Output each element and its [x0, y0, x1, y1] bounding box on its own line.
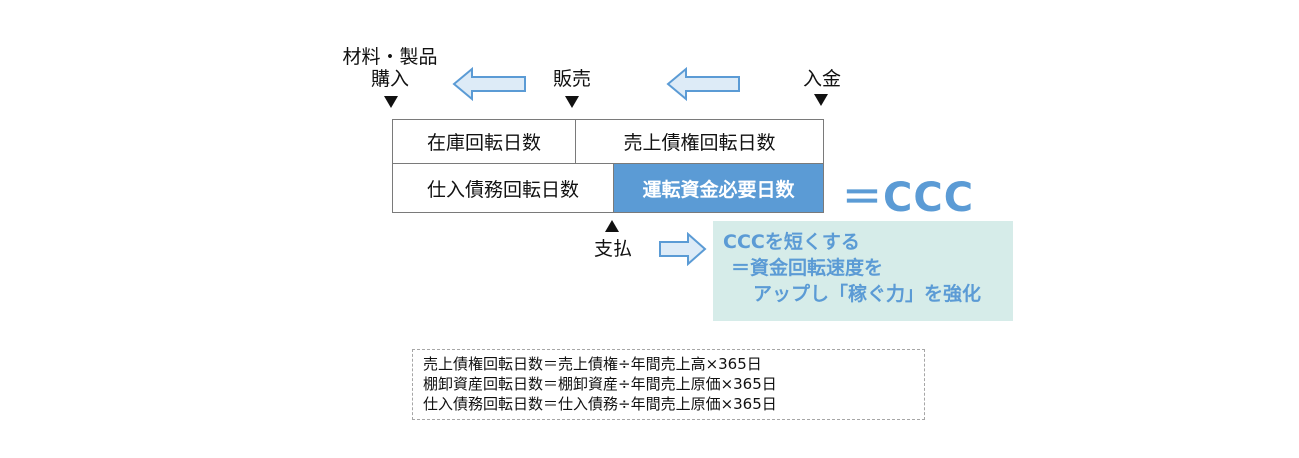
sale-marker-icon: [565, 96, 579, 108]
payment-label: 支払: [593, 238, 632, 260]
left-arrow-icon: [452, 66, 526, 102]
formula-line: 棚卸資産回転日数＝棚卸資産÷年間売上原価×365日: [423, 375, 777, 393]
inventory-days-box: 在庫回転日数: [392, 119, 576, 164]
payables-days-box: 仕入債務回転日数: [392, 163, 614, 213]
sale-label: 販売: [552, 68, 591, 90]
formula-line: 売上債権回転日数＝売上債権÷年間売上高×365日: [423, 355, 762, 373]
ccc-note-box: CCCを短くする ＝資金回転速度を アップし「稼ぐ力」を強化: [713, 221, 1013, 321]
working-capital-days-box: 運転資金必要日数: [613, 163, 824, 213]
note-line1: CCCを短くする: [723, 231, 860, 253]
receivables-days-box: 売上債権回転日数: [575, 119, 824, 164]
note-line3: アップし「稼ぐ力」を強化: [753, 283, 982, 305]
purchase-label: 材料・製品 購入: [330, 46, 450, 90]
left-arrow-icon: [666, 66, 740, 102]
purchase-label-line1: 材料・製品: [342, 46, 438, 68]
deposit-marker-icon: [814, 94, 828, 106]
ccc-equation: ＝CCC: [842, 175, 975, 221]
purchase-label-line2: 購入: [370, 68, 409, 90]
formula-line: 仕入債務回転日数＝仕入債務÷年間売上原価×365日: [423, 395, 777, 413]
payment-marker-icon: [605, 220, 619, 232]
formula-box: 売上債権回転日数＝売上債権÷年間売上高×365日 棚卸資産回転日数＝棚卸資産÷年…: [412, 349, 925, 420]
deposit-label: 入金: [802, 68, 841, 90]
note-line2: ＝資金回転速度を: [731, 257, 884, 279]
purchase-marker-icon: [384, 96, 398, 108]
right-arrow-icon: [659, 232, 707, 266]
